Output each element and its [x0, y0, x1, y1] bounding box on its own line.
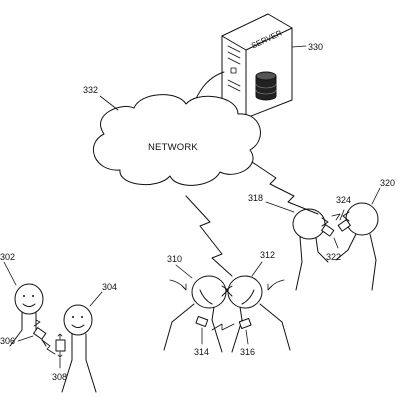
person-320	[335, 202, 379, 291]
person-304	[61, 304, 97, 393]
ref-318: 318	[248, 193, 263, 203]
motion-arrow-icon	[267, 279, 285, 291]
ref-312: 312	[260, 250, 275, 260]
ref-330: 330	[308, 42, 323, 52]
wireless-link-bolt	[185, 195, 233, 277]
person-310	[163, 275, 229, 353]
ref-302: 302	[0, 252, 15, 262]
motion-arrow-icon	[169, 279, 187, 291]
network-cloud: NETWORK	[92, 94, 261, 186]
ref-308: 308	[52, 372, 67, 382]
ref-306: 306	[0, 336, 15, 346]
device-316	[238, 317, 252, 329]
ref-304: 304	[102, 282, 117, 292]
server: SERVER	[221, 13, 293, 119]
ref-310: 310	[167, 254, 182, 264]
ref-316: 316	[240, 347, 255, 357]
ref-314: 314	[194, 347, 209, 357]
person-318	[292, 208, 329, 291]
device-308	[55, 333, 66, 358]
ref-324: 324	[336, 195, 351, 205]
database-icon	[255, 71, 277, 101]
wireless-link-bolt	[251, 161, 319, 215]
ref-332: 332	[83, 85, 98, 95]
short-range-link-bolt	[41, 339, 56, 355]
device-324	[331, 213, 351, 232]
device-314	[195, 315, 209, 327]
ref-322: 322	[326, 252, 341, 262]
person-312	[225, 275, 291, 353]
short-range-link-bolt	[211, 323, 235, 331]
ref-320: 320	[380, 178, 395, 188]
network-label: NETWORK	[148, 142, 198, 153]
device-322	[321, 224, 335, 237]
device-306	[33, 319, 47, 340]
